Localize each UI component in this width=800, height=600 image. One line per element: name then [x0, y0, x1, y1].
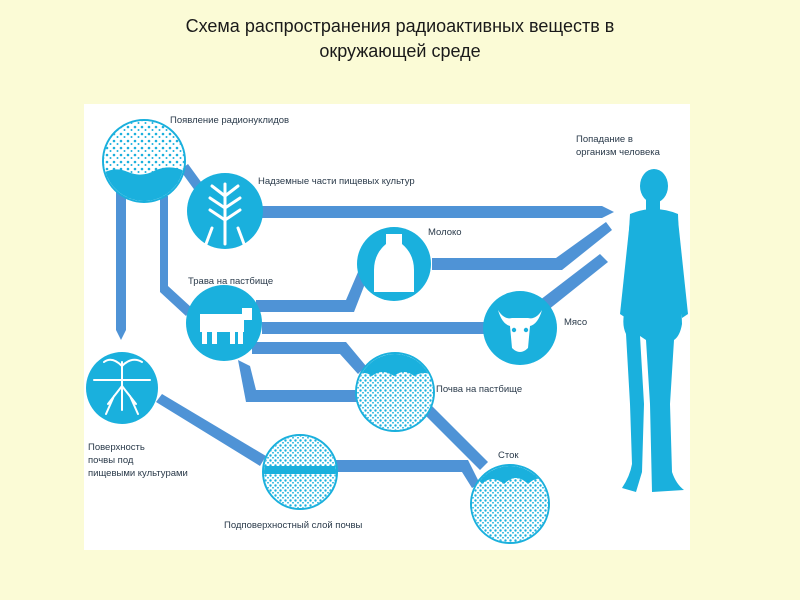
node-human: Попадание в организм человека	[576, 134, 688, 492]
channel-subsurface-runoff	[336, 460, 480, 488]
node-crops: Надземные части пищевых культур	[187, 173, 415, 249]
plant-roots-icon	[93, 358, 151, 415]
node-milk-label: Молоко	[428, 227, 462, 238]
wheat-ears-icon	[204, 182, 246, 246]
channel-grass-pasturesoil-lower	[238, 360, 358, 402]
node-meat-label: Мясо	[564, 317, 587, 328]
channel-soilsurface-subsurface	[156, 394, 266, 466]
title-line-1: Схема распространения радиоактивных веще…	[185, 16, 615, 36]
node-pasture-soil: Почва на пастбище	[355, 352, 522, 432]
node-runoff: Сток	[470, 450, 550, 544]
flow-channels	[116, 164, 614, 488]
human-silhouette-icon	[620, 169, 688, 492]
node-milk: Молоко	[357, 227, 462, 301]
channel-grass-milk	[256, 272, 368, 312]
radiation-spread-diagram: Появление радионуклидов Надземные части …	[86, 115, 688, 544]
node-pasture-soil-label: Почва на пастбище	[436, 384, 522, 395]
node-radionuclides: Появление радионуклидов	[102, 115, 289, 203]
channel-meat-human	[540, 254, 608, 310]
node-subsurface-label: Подповерхностный слой почвы	[224, 520, 363, 531]
node-soil-surface-label-1: Поверхность	[88, 442, 145, 453]
soil-layer-icon	[264, 436, 336, 508]
node-radionuclides-label: Появление радионуклидов	[170, 115, 289, 126]
channel-milk-human	[432, 222, 612, 270]
node-human-label-1: Попадание в	[576, 134, 633, 145]
title-line-2: окружающей среде	[319, 41, 481, 61]
node-subsurface: Подповерхностный слой почвы	[224, 434, 363, 531]
node-soil-surface-label-2: почвы под	[88, 455, 134, 466]
diagram-panel: Появление радионуклидов Надземные части …	[84, 104, 690, 550]
node-meat: Мясо	[483, 291, 587, 365]
node-human-label-2: организм человека	[576, 147, 661, 158]
runoff-water-icon	[472, 466, 548, 542]
channel-grass-pasturesoil	[252, 342, 366, 374]
channel-grass-meat	[262, 322, 484, 334]
particle-cloud-icon	[104, 121, 184, 201]
page-title: Схема распространения радиоактивных веще…	[0, 14, 800, 64]
channel-radionuclides-soil	[116, 192, 126, 340]
node-crops-label: Надземные части пищевых культур	[258, 176, 415, 187]
cow-icon	[200, 308, 252, 344]
channel-pasturesoil-runoff	[422, 404, 488, 470]
bull-head-icon	[498, 310, 542, 352]
node-runoff-label: Сток	[498, 450, 519, 461]
node-pasture-grass-label: Трава на пастбище	[188, 276, 273, 287]
node-soil-surface: Поверхность почвы под пищевыми культурам…	[86, 352, 188, 479]
milk-bottle-icon	[374, 234, 414, 292]
node-pasture-grass: Трава на пастбище	[186, 276, 273, 361]
node-soil-surface-label-3: пищевыми культурами	[88, 468, 188, 479]
channel-radionuclides-grass	[160, 196, 192, 316]
channel-crops-human	[260, 206, 614, 218]
